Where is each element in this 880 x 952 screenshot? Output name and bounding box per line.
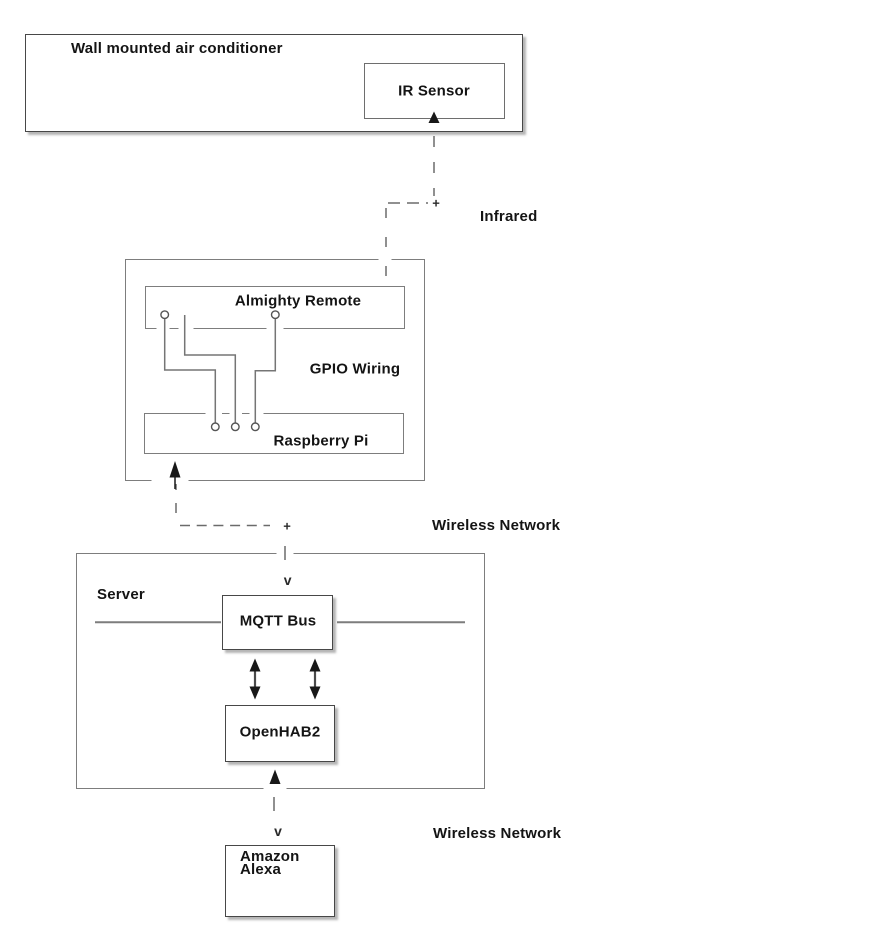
- amazon-alexa-label: Amazon Alexa: [240, 848, 300, 878]
- openhab2-label: OpenHAB2: [239, 723, 321, 741]
- ir-sensor-label: IR Sensor: [398, 82, 470, 100]
- infrared-midpoint-marker: +: [432, 195, 440, 211]
- wireless-bottom-endpoint-marker: v: [274, 823, 282, 839]
- mqtt-bus-label: MQTT Bus: [239, 612, 317, 630]
- infrared-connector-label: Infrared: [480, 208, 538, 225]
- wireless-top-connector-label: Wireless Network: [432, 517, 561, 534]
- raspberry-pi-label: Raspberry Pi: [273, 432, 369, 450]
- wireless-bottom-connector-label: Wireless Network: [433, 825, 562, 842]
- almighty-remote-label: Almighty Remote: [234, 292, 362, 310]
- wireless-top-connector-line: [175, 484, 286, 560]
- wall-ac-label: Wall mounted air conditioner: [71, 40, 283, 57]
- wireless-top-endpoint-marker: v: [283, 572, 292, 588]
- mqtt-bus-node: [222, 595, 333, 650]
- ir-sensor-node: [364, 63, 505, 119]
- server-label: Server: [97, 586, 145, 603]
- amazon-alexa-node: [225, 845, 335, 917]
- wireless-top-midpoint-marker: +: [283, 518, 291, 533]
- gpio-wiring-label: GPIO Wiring: [309, 360, 401, 378]
- openhab2-node: [225, 705, 335, 762]
